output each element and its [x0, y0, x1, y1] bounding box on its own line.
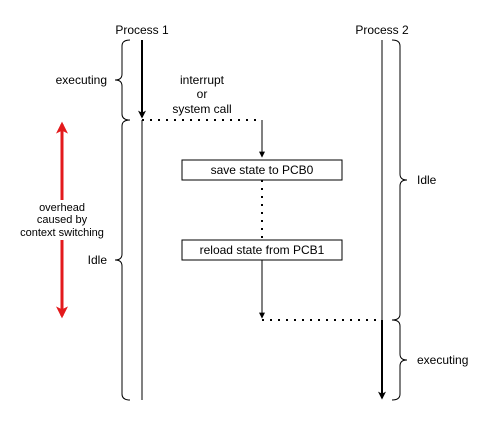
process1-title: Process 1 — [115, 23, 169, 37]
label-p1-idle: Idle — [88, 253, 108, 267]
brace-p1-idle — [114, 119, 131, 401]
interrupt-label-line3: system call — [172, 102, 231, 116]
overhead-label-line1: overhead — [39, 202, 85, 214]
label-p2-idle: Idle — [417, 173, 437, 187]
overhead-label-line3: context switching — [20, 227, 104, 239]
brace-p2-idle — [391, 39, 408, 321]
brace-p1-executing — [114, 39, 131, 121]
save-state-label: save state to PCB0 — [211, 163, 314, 177]
reload-state-label: reload state from PCB1 — [200, 243, 325, 257]
interrupt-label-line2: or — [197, 87, 208, 101]
overhead-label-line2: caused by — [37, 214, 88, 226]
brace-p2-executing — [391, 319, 408, 401]
label-p1-executing: executing — [56, 73, 107, 87]
interrupt-label-line1: interrupt — [180, 73, 225, 87]
label-p2-executing: executing — [417, 353, 468, 367]
process2-title: Process 2 — [355, 23, 409, 37]
